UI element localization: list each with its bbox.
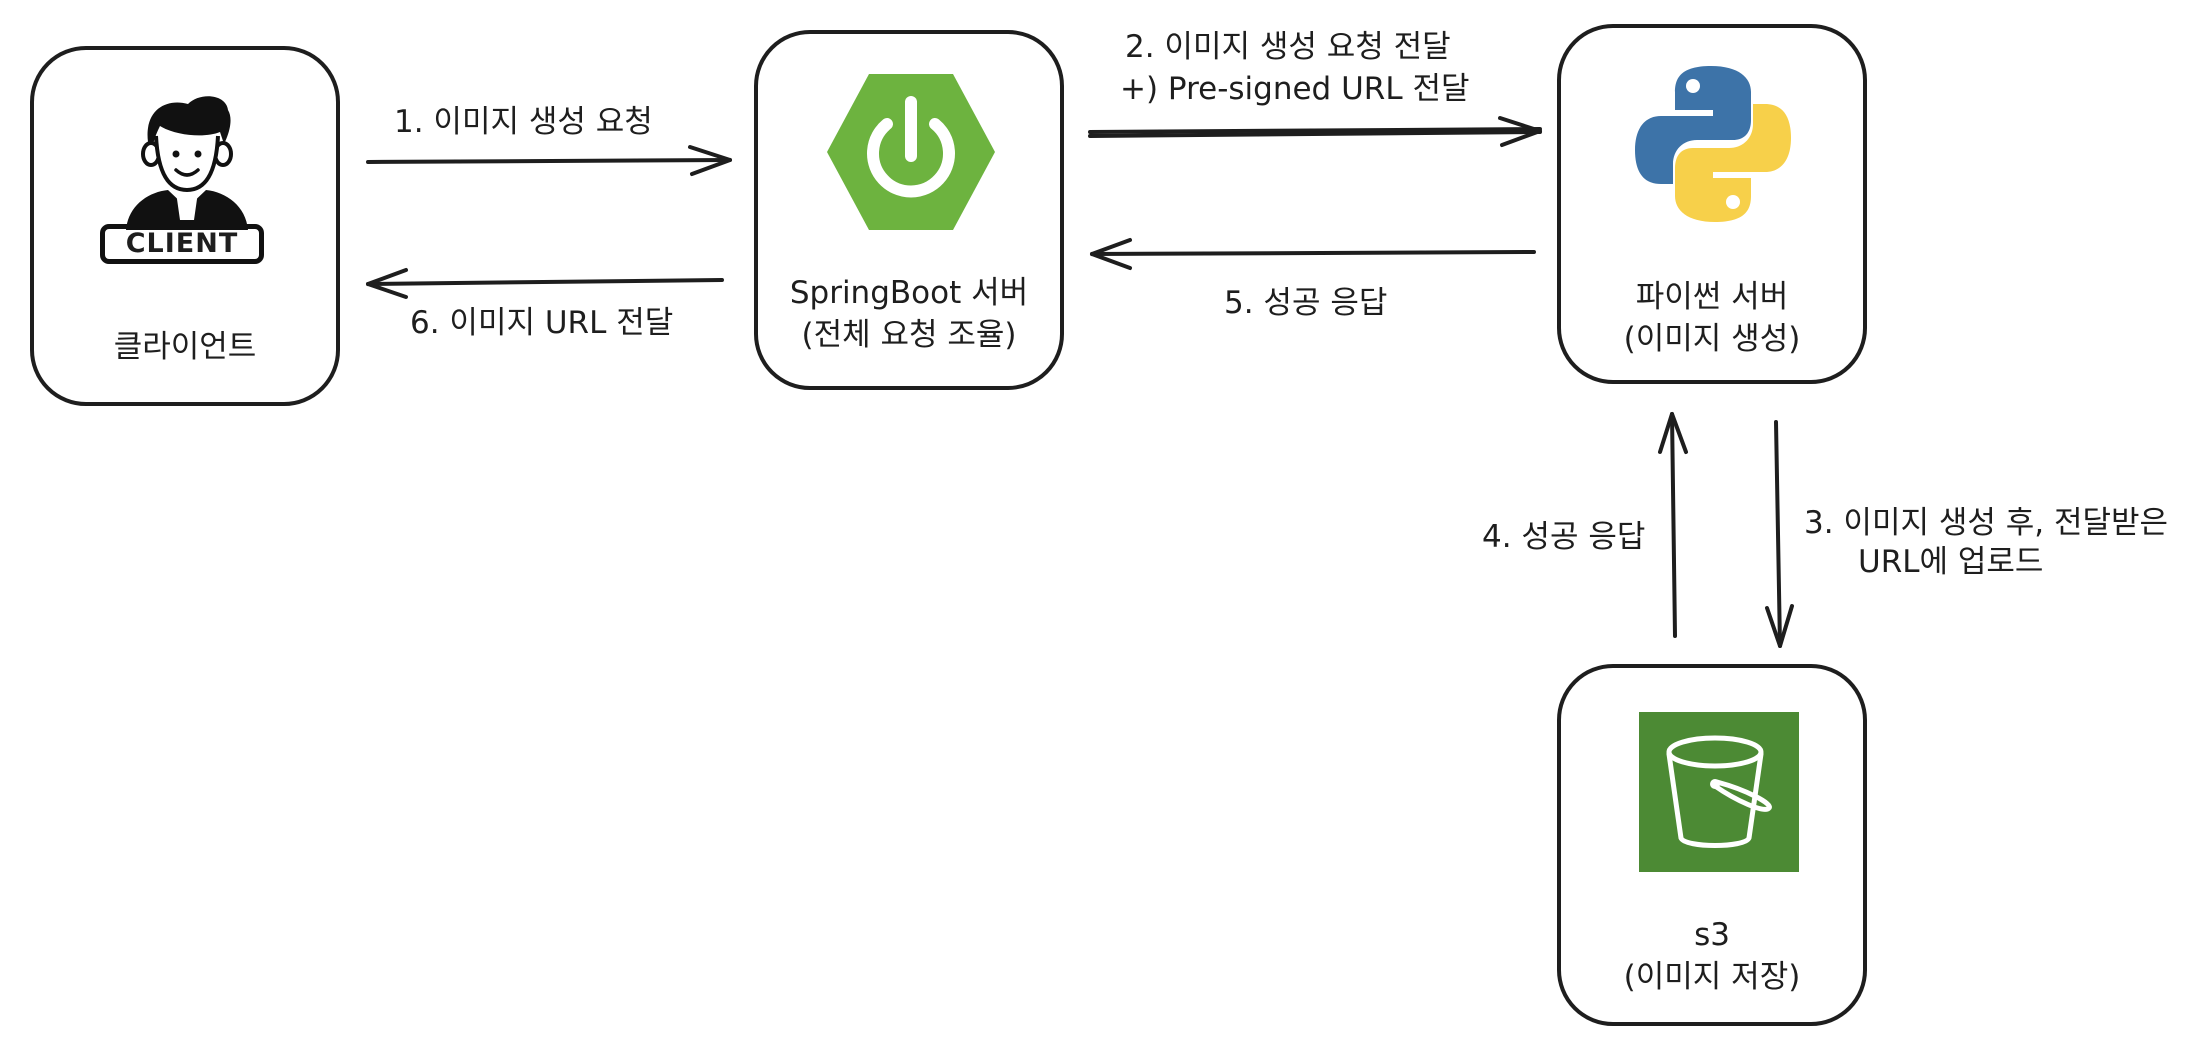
client-person-icon: [126, 96, 248, 230]
python-logo-icon: [1635, 66, 1791, 222]
edge-label-3-line2: URL에 업로드: [1858, 544, 2044, 580]
arrow-6-spring-to-client: [366, 268, 724, 299]
s3-bucket-icon: [1666, 735, 1772, 848]
edge-label-2-line2: +) Pre-signed URL 전달: [1120, 71, 1470, 107]
edge-label-5: 5. 성공 응답: [1224, 285, 1388, 321]
s3-label-line1: s3: [1694, 917, 1730, 953]
client-node: CLIENT 클라이언트: [30, 46, 340, 406]
client-badge: CLIENT: [100, 224, 264, 264]
arrow-5-python-to-spring: [1090, 238, 1536, 270]
spring-label-line1: SpringBoot 서버: [789, 275, 1029, 311]
spring-label-line2: (전체 요청 조율): [801, 317, 1017, 353]
edge-label-1: 1. 이미지 생성 요청: [394, 104, 653, 140]
python-node: 파이썬 서버 (이미지 생성): [1557, 24, 1867, 384]
spring-node: SpringBoot 서버 (전체 요청 조율): [754, 30, 1064, 390]
s3-label-line2: (이미지 저장): [1623, 959, 1801, 995]
edge-label-2-line1: 2. 이미지 생성 요청 전달: [1125, 29, 1451, 65]
s3-node: s3 (이미지 저장): [1557, 664, 1867, 1026]
spring-power-icon: [827, 74, 995, 230]
edge-label-6: 6. 이미지 URL 전달: [410, 305, 674, 341]
arrow-4-s3-to-python: [1658, 412, 1688, 638]
arrow-1-client-to-spring: [366, 145, 732, 176]
edge-label-4: 4. 성공 응답: [1482, 519, 1646, 555]
edge-label-3-line1: 3. 이미지 생성 후, 전달받은: [1804, 505, 2169, 541]
client-label: 클라이언트: [113, 329, 257, 365]
python-label-line1: 파이썬 서버: [1635, 279, 1789, 315]
client-badge-text: CLIENT: [125, 228, 239, 259]
python-label-line2: (이미지 생성): [1623, 321, 1801, 357]
arrow-3-python-to-s3: [1765, 420, 1794, 648]
arrow-2-spring-to-python: [1088, 116, 1542, 147]
s3-icon-tile: [1639, 712, 1799, 872]
